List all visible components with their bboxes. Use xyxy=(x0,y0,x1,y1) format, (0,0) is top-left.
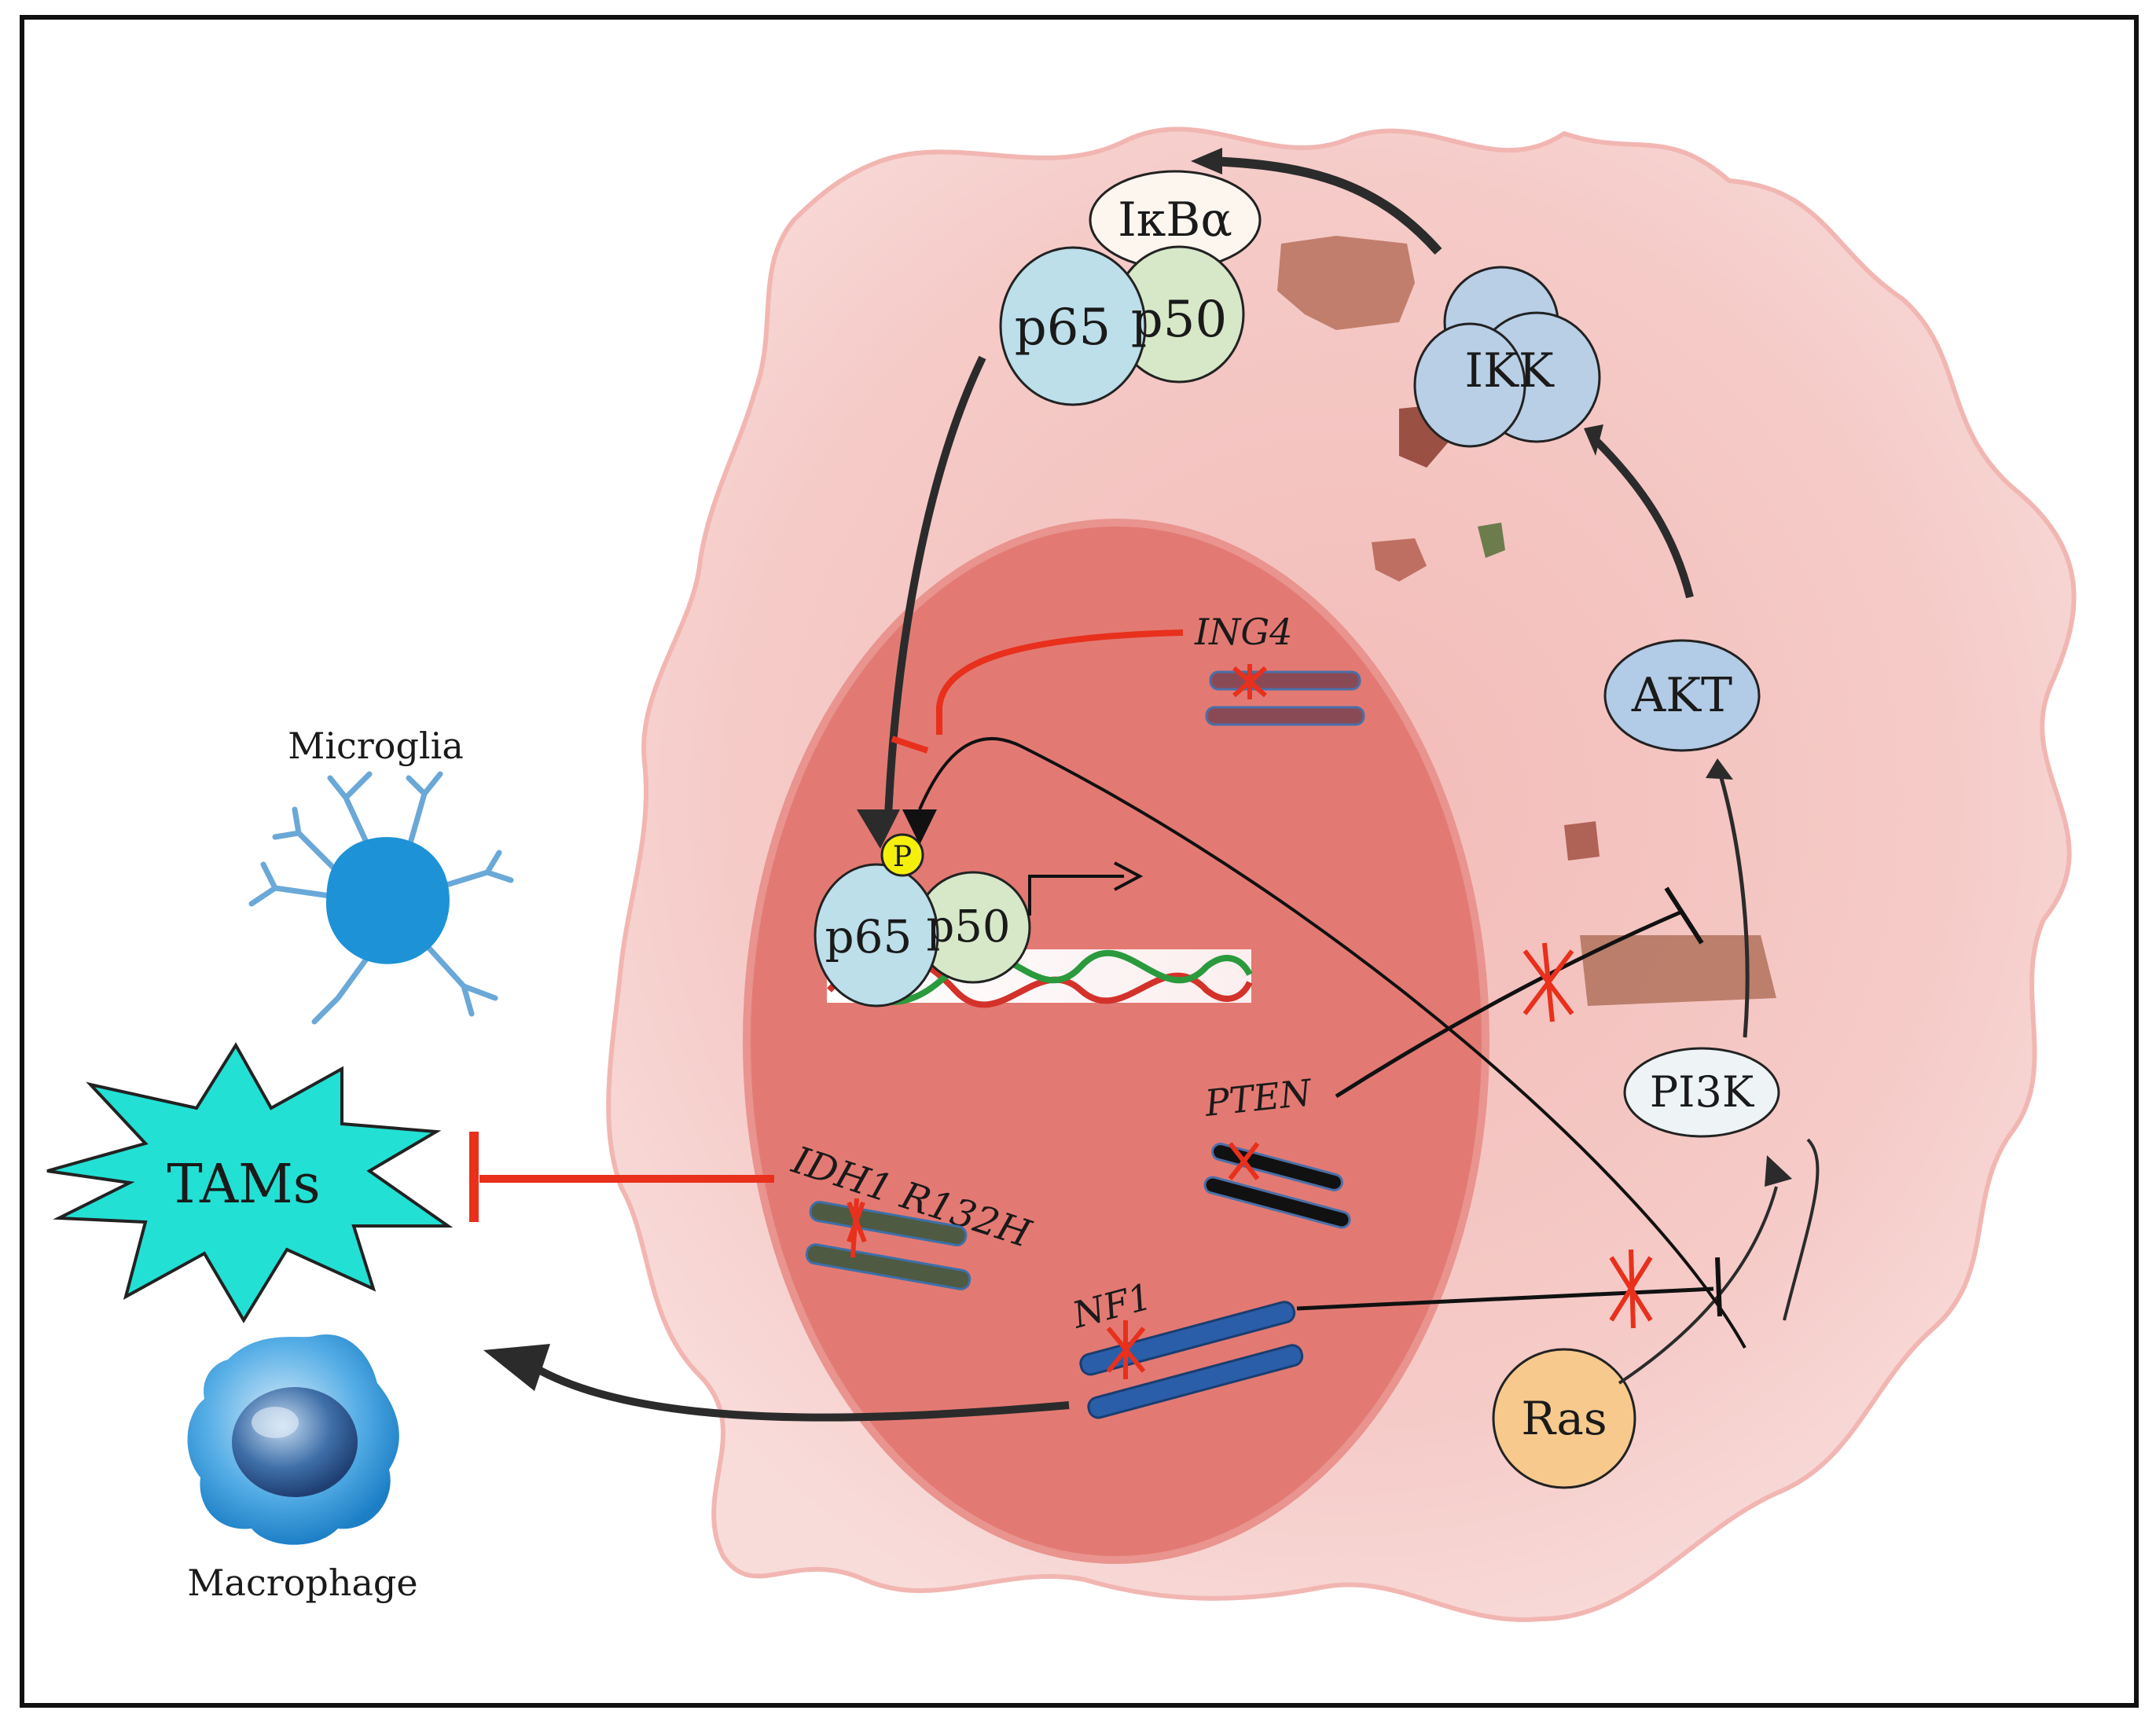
pi3k-label: PI3K xyxy=(1650,1067,1755,1117)
transcription-arrow-head xyxy=(1114,861,1144,891)
macrophage-icon xyxy=(187,1334,399,1545)
arrow-ikk-to-ikba xyxy=(1210,156,1442,255)
arrow-nfkb-translocation-head xyxy=(857,809,900,849)
akt-label: AKT xyxy=(1631,668,1732,723)
ikk-label: IKK xyxy=(1464,343,1555,398)
nucleus xyxy=(743,519,1489,1564)
ikk-complex: IKK xyxy=(1413,266,1601,448)
pten-mutation-mark xyxy=(1228,1142,1260,1180)
idh1-chromosome xyxy=(805,1198,971,1290)
inhibition-nf1-bar xyxy=(1715,1257,1722,1317)
arrow-nf1-to-tams-head xyxy=(483,1344,550,1391)
ing4-mutation-mark xyxy=(1232,664,1267,699)
nf1-chromosome xyxy=(1079,1301,1304,1419)
pi3k-node xyxy=(1623,1047,1780,1138)
arrow-ikk-to-ikba-head xyxy=(1191,148,1222,174)
phosphate-badge xyxy=(880,833,924,877)
macrophage-label: Macrophage xyxy=(187,1562,417,1604)
arrow-ras-to-pi3k-head xyxy=(1765,1155,1792,1187)
p65-cyto-node xyxy=(999,246,1147,406)
inhibition-pten xyxy=(1335,909,1683,1099)
tams-icon xyxy=(46,1042,454,1323)
nf1-mutation-mark xyxy=(1106,1320,1146,1379)
p65-cyto-label: p65 xyxy=(1015,299,1111,357)
pten-path-mutation-mark xyxy=(1522,942,1574,1022)
cytoplasmic-nfkb-complex: IκBα p65 p50 xyxy=(999,170,1262,406)
nuclear-nfkb-complex: p65 p50 P xyxy=(814,833,1253,1008)
pten-chromosome xyxy=(1203,1142,1351,1229)
inhibition-ing4-bar xyxy=(891,736,929,754)
idh1-mutation-mark xyxy=(847,1198,867,1258)
nf1-path-mutation-mark xyxy=(1609,1249,1653,1329)
inhibition-ing4 xyxy=(936,629,1184,735)
p50-cyto-label: p50 xyxy=(1131,291,1227,349)
microglia-icon xyxy=(248,771,514,1025)
arrow-ras-to-p65-head xyxy=(902,809,937,845)
ras-label: Ras xyxy=(1521,1392,1607,1445)
arrow-nfkb-translocation xyxy=(884,355,986,818)
arrow-akt-to-ikk xyxy=(1592,437,1694,599)
inhibition-nf1 xyxy=(1296,1286,1714,1311)
transcription-arrow xyxy=(1028,875,1124,916)
inhibition-pten-bar xyxy=(1664,886,1704,945)
arrow-pi3k-to-akt-head xyxy=(1706,758,1733,780)
tams-label: TAMs xyxy=(167,1154,320,1216)
ras-node xyxy=(1492,1348,1636,1489)
arrow-pi3k-to-akt xyxy=(1719,777,1750,1038)
ikba-label: IκBα xyxy=(1118,193,1232,248)
arrow-ras-to-p65 xyxy=(918,737,1746,1349)
microglia-label: Microglia xyxy=(288,725,464,767)
ing4-gene-label: ING4 xyxy=(1194,611,1292,653)
arrow-akt-to-ikk-head xyxy=(1584,424,1603,456)
cytoplasm-granules xyxy=(1277,236,1776,1006)
ing4-chromosome xyxy=(1205,664,1365,726)
phosphate-label: P xyxy=(893,841,912,873)
p65-nuc-node xyxy=(814,863,939,1007)
arrow-ras-to-pi3k-b xyxy=(1783,1138,1820,1321)
p65-nuc-label: p65 xyxy=(825,910,913,963)
p50-nuc-label: p50 xyxy=(926,901,1010,952)
akt-node xyxy=(1603,639,1761,752)
arrow-nf1-to-tams xyxy=(532,1363,1070,1422)
